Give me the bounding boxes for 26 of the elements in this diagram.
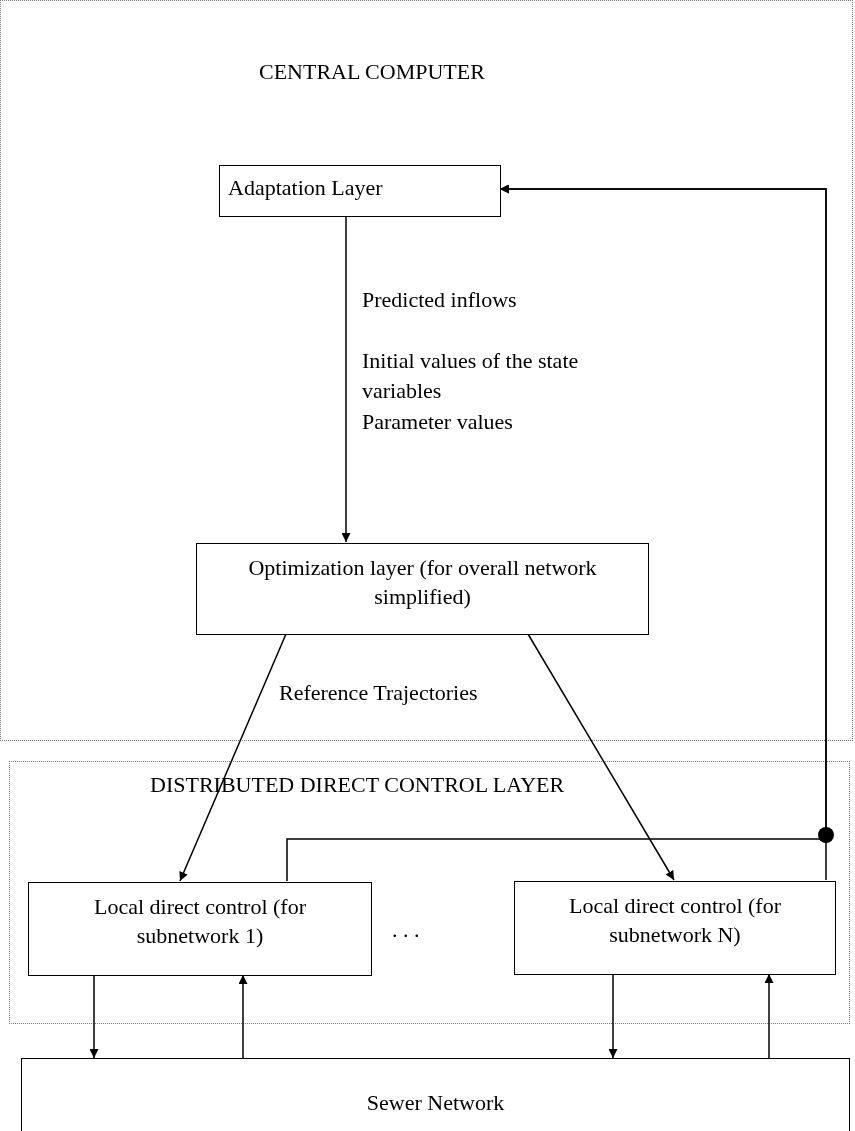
- box-label: Local direct control (for subnetwork N): [568, 892, 782, 949]
- dotted-region: [0, 0, 853, 741]
- arrow: [341, 215, 351, 543]
- process-box: [21, 1058, 850, 1131]
- arrow: [179, 633, 287, 882]
- arrow: [527, 633, 675, 881]
- process-box: [514, 881, 836, 975]
- process-box: [28, 882, 372, 976]
- annotation-text: Predicted inflows: [362, 286, 518, 314]
- box-label: Optimization layer (for overall network simplified): [247, 554, 598, 611]
- arrow: [764, 973, 774, 1059]
- box-label: Sewer Network: [366, 1088, 505, 1117]
- arrow: [238, 974, 248, 1059]
- region-title: CENTRAL COMPUTER: [259, 59, 485, 85]
- annotation-text: Initial values of the state variables: [362, 347, 580, 405]
- box-label: Adaptation Layer: [228, 174, 383, 202]
- process-box: [219, 165, 501, 217]
- arrow: [608, 973, 618, 1059]
- annotation-text: . . .: [392, 916, 421, 944]
- process-box: [196, 543, 649, 635]
- box-label: Local direct control (for subnetwork 1): [93, 893, 307, 950]
- annotation-text: Reference Trajectories: [279, 679, 479, 707]
- arrow: [89, 974, 99, 1059]
- annotation-text: Parameter values: [362, 408, 514, 436]
- dotted-region: [9, 761, 850, 1024]
- arrow: [286, 184, 827, 882]
